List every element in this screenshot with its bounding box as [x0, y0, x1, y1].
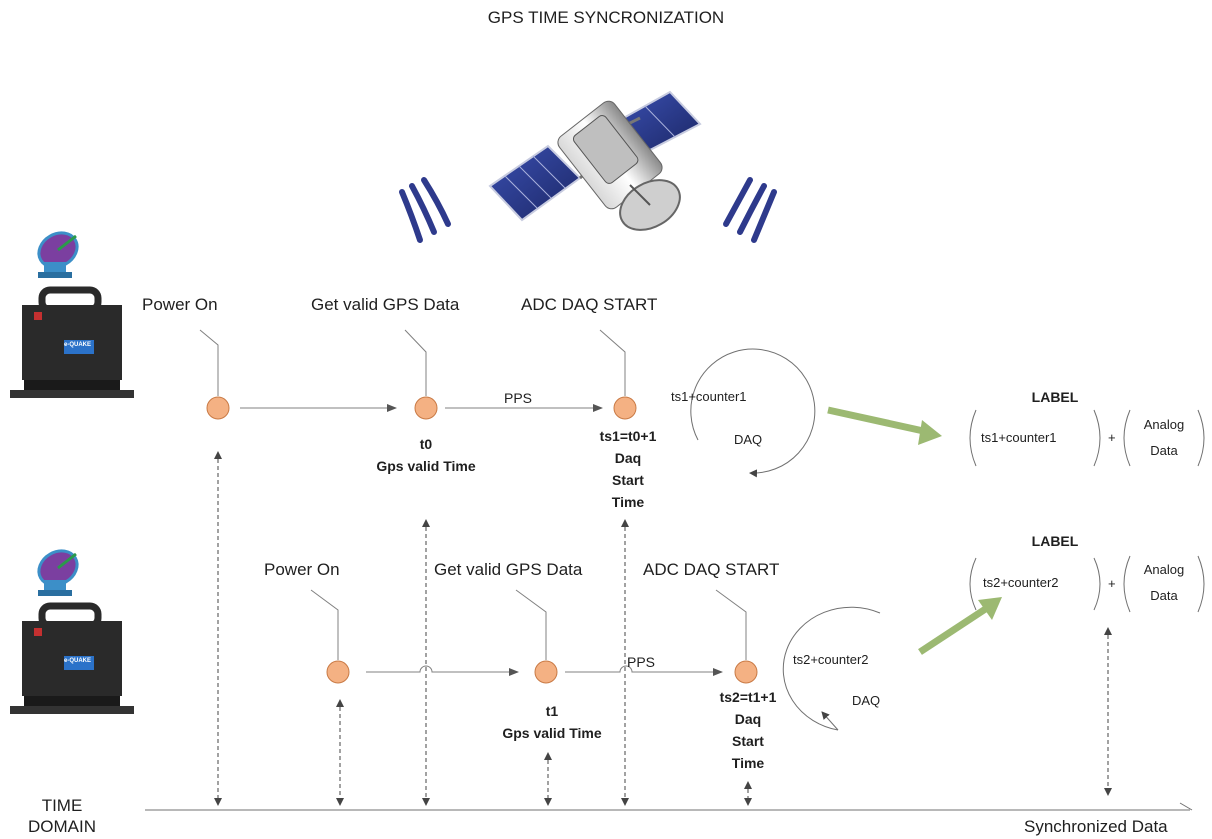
green-arrow-1 — [827, 406, 942, 445]
adc-start-label: ADC DAQ START — [643, 560, 780, 579]
plus-sign: + — [1108, 576, 1116, 591]
time-axis — [145, 802, 1193, 811]
device-brand-label: e-QUAKE — [64, 342, 92, 348]
daq-loop-1 — [690, 348, 816, 478]
daq-label: Daq — [734, 711, 762, 727]
loop-daq-label: DAQ — [734, 432, 763, 447]
start-label: Start — [612, 472, 644, 488]
pps-label: PPS — [504, 390, 533, 406]
data-label: Data — [1150, 588, 1178, 603]
pps-label: PPS — [627, 654, 656, 670]
gps-antenna-icon — [37, 549, 79, 596]
daq-start-node — [613, 396, 637, 420]
green-arrow-2 — [918, 597, 1002, 655]
start-label: Start — [732, 733, 764, 749]
analog-label: Analog — [1143, 562, 1185, 577]
get-gps-label: Get valid GPS Data — [311, 295, 460, 314]
label-bracket-1 — [969, 409, 1205, 467]
ts1-label: ts1=t0+1 — [599, 428, 657, 444]
t1-label: t1 — [545, 703, 559, 719]
daq-start-node — [734, 660, 758, 684]
ts2-label: ts2=t1+1 — [719, 689, 777, 705]
gps-valid-time-label: Gps valid Time — [376, 458, 476, 474]
power-on-label: Power On — [264, 560, 340, 579]
gps-valid-time-label: Gps valid Time — [502, 725, 602, 741]
loop-daq-label: DAQ — [852, 693, 881, 708]
gps-valid-node — [534, 660, 558, 684]
signal-wave-left-icon — [399, 177, 451, 243]
adc-start-label: ADC DAQ START — [521, 295, 658, 314]
row1-connector-lines — [199, 329, 626, 412]
get-gps-label: Get valid GPS Data — [434, 560, 583, 579]
time-label: Time — [731, 755, 765, 771]
diagram-title: GPS TIME SYNCRONIZATION — [487, 8, 725, 27]
synchronized-data-label: Synchronized Data — [1024, 817, 1168, 836]
loop-counter-label: ts1+counter1 — [671, 389, 747, 404]
time-label-axis: TIME — [41, 796, 83, 815]
label-bracket-2 — [969, 555, 1205, 613]
e-quake-device-icon — [10, 286, 134, 398]
power-on-node — [206, 396, 230, 420]
loop-counter-label: ts2+counter2 — [793, 652, 869, 667]
gps-valid-node — [414, 396, 438, 420]
time-sync-dashed-lines — [214, 451, 1112, 806]
e-quake-device-icon — [10, 602, 134, 714]
label-counter: ts2+counter2 — [983, 575, 1059, 590]
data-label: Data — [1150, 443, 1178, 458]
plus-sign: + — [1108, 430, 1116, 445]
signal-wave-right-icon — [723, 177, 777, 243]
label-title: LABEL — [1031, 533, 1079, 549]
satellite-icon — [488, 90, 702, 231]
row2-connector-lines — [310, 589, 747, 676]
analog-label: Analog — [1143, 417, 1185, 432]
domain-label-axis: DOMAIN — [28, 817, 96, 836]
label-counter: ts1+counter1 — [981, 430, 1057, 445]
t0-label: t0 — [419, 436, 433, 452]
daq-loop-2 — [782, 606, 881, 731]
device-brand-label: e-QUAKE — [64, 658, 92, 664]
power-on-label: Power On — [142, 295, 218, 314]
time-label: Time — [611, 494, 645, 510]
daq-label: Daq — [614, 450, 642, 466]
label-title: LABEL — [1031, 389, 1079, 405]
power-on-node — [326, 660, 350, 684]
gps-antenna-icon — [37, 231, 79, 278]
